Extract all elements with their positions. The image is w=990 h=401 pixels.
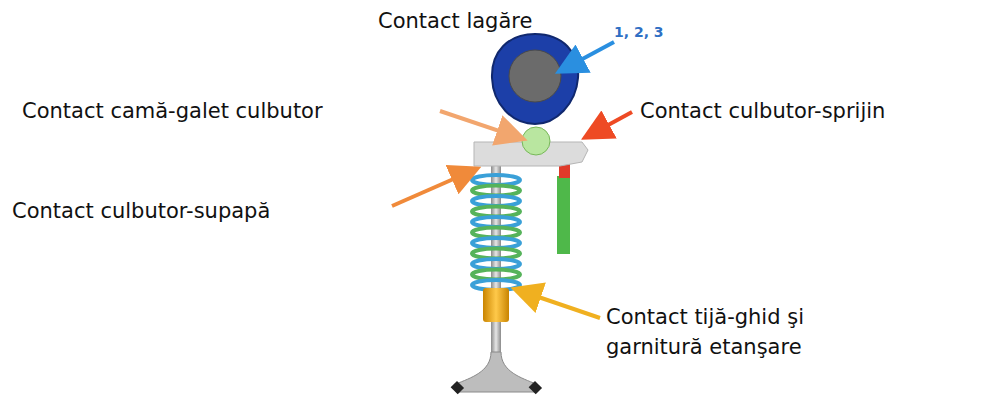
cam-lobe — [492, 34, 578, 124]
part-label: Contact camă-galet culbutor — [22, 96, 323, 126]
valve-head — [456, 352, 536, 392]
leader-arrow — [392, 170, 474, 206]
leader-arrow — [440, 111, 520, 138]
leader-arrow — [588, 112, 632, 136]
leader-arrow — [562, 42, 614, 70]
rocker-roller — [522, 127, 550, 155]
part-label: Contact lagăre — [378, 6, 532, 36]
leader-arrow — [518, 290, 600, 318]
valve-guide — [483, 288, 509, 322]
part-label: Contact culbutor-sprijin — [640, 96, 885, 126]
valve-seat — [451, 381, 464, 394]
support-rod — [557, 176, 570, 254]
valve-seat — [529, 381, 542, 394]
part-label: Contact tijă-ghid şi garnitură etanşare — [606, 302, 906, 363]
valve-spring — [472, 175, 520, 290]
part-label: Contact culbutor-supapă — [12, 196, 270, 226]
callout-number: 1, 2, 3 — [614, 22, 664, 42]
camshaft-bearing — [509, 50, 561, 102]
